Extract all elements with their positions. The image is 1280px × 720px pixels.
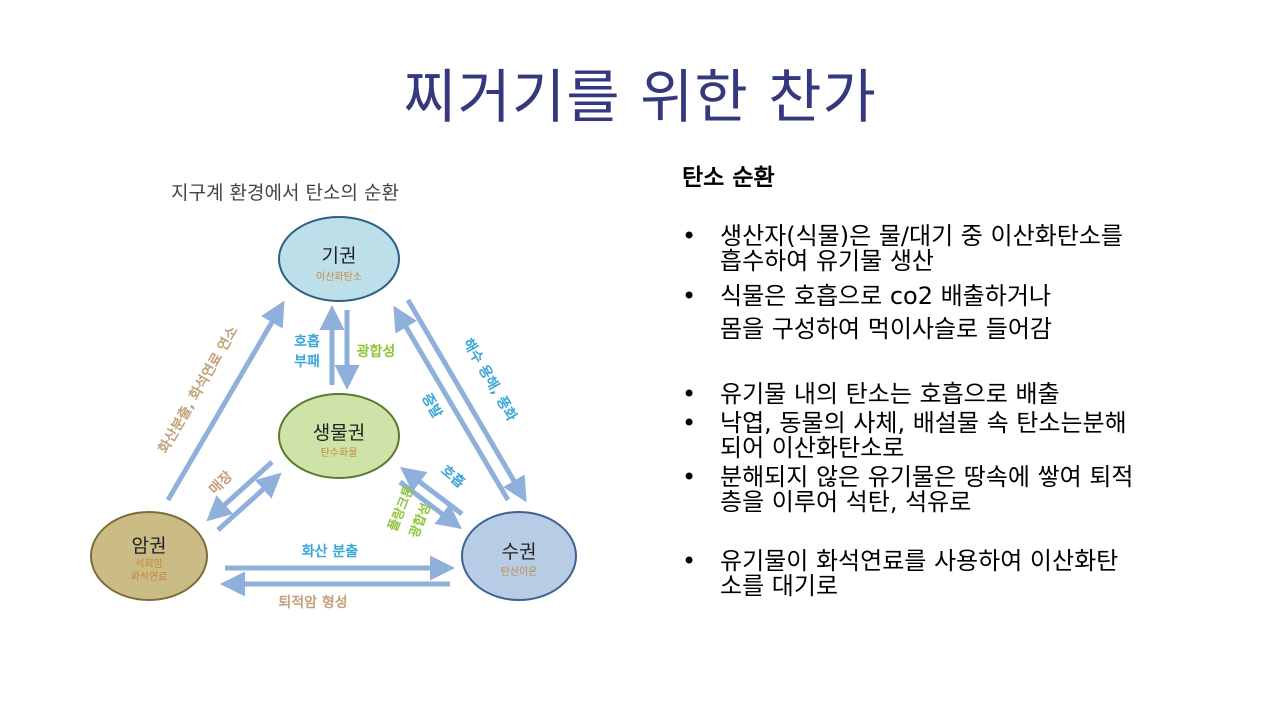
- node-biosphere: 생물권 탄수화물: [278, 393, 400, 479]
- arrow-biosphere-to-hydrosphere: [398, 480, 462, 530]
- bullet-dot: •: [682, 463, 697, 491]
- bullet-dot: •: [682, 222, 697, 250]
- bullet-line: 흡수하여 유기물 생산: [720, 247, 934, 275]
- bullet-line: 소를 대기로: [720, 572, 839, 600]
- bullet-6: • 유기물이 화석연료를 사용하여 이산화탄 소를 대기로: [682, 549, 1242, 599]
- bullet-dot: •: [682, 547, 697, 575]
- label-volcano-fossil: 화산분출, 화석연료 연소: [155, 323, 242, 456]
- node-atmosphere-name: 기권: [322, 245, 357, 267]
- label-respiration-decay-1: 호흡: [294, 333, 320, 350]
- bullet-line: 유기물 내의 탄소는 호흡으로 배출: [720, 380, 1060, 408]
- bullet-2: • 식물은 호흡으로 co2 배출하거나: [682, 284, 1242, 309]
- side-text-panel: 탄소 순환 • 생산자(식물)은 물/대기 중 이산화탄소를 흡수하여 유기물 …: [682, 158, 1242, 599]
- label-burial: 매장: [206, 468, 236, 498]
- bullet-line: 되어 이산화탄소로: [720, 434, 905, 462]
- bullet-line: 층을 이루어 석탄, 석유로: [720, 488, 972, 516]
- node-geosphere: 암권 석회암 화석연료: [90, 511, 208, 601]
- node-geosphere-name: 암권: [132, 535, 167, 557]
- node-geosphere-sub1: 석회암: [135, 558, 163, 570]
- node-geosphere-sub2: 화석연료: [131, 571, 168, 583]
- label-evaporation: 증발: [418, 390, 446, 421]
- slide-title: 찌거기를 위한 찬가: [403, 63, 877, 131]
- node-hydrosphere-name: 수권: [502, 541, 537, 563]
- side-heading: 탄소 순환: [682, 165, 775, 191]
- node-hydrosphere-sub: 탄산이온: [501, 566, 538, 578]
- node-biosphere-sub: 탄수화물: [321, 447, 358, 459]
- arrow-geosphere-to-biosphere: [216, 472, 282, 532]
- node-atmosphere-sub: 이산화탄소: [316, 271, 362, 283]
- bullet-line: 유기물이 화석연료를 사용하여 이산화탄: [720, 547, 1119, 575]
- label-volcano-eruption: 화산 분출: [302, 543, 359, 560]
- carbon-cycle-diagram: 지구계 환경에서 탄소의 순환 기권 이산화탄소 생물권 탄수화물: [60, 160, 620, 630]
- bullet-dot: •: [682, 409, 697, 437]
- label-dissolution: 해수 용해, 풍화: [459, 336, 519, 424]
- bullet-line: 생산자(식물)은 물/대기 중 이산화탄소를: [720, 222, 1123, 250]
- bullet-1: • 생산자(식물)은 물/대기 중 이산화탄소를 흡수하여 유기물 생산: [682, 224, 1242, 274]
- label-photosynthesis: 광합성: [357, 343, 396, 360]
- bullet-dot: •: [682, 380, 697, 408]
- node-biosphere-name: 생물권: [313, 422, 365, 444]
- bullet-line: 몸을 구성하여 먹이사슬로 들어감: [720, 315, 1053, 343]
- bullet-2-continuation: 몸을 구성하여 먹이사슬로 들어감: [682, 317, 1242, 342]
- arrow-biosphere-to-geosphere: [206, 460, 274, 522]
- bullet-4: • 낙엽, 동물의 사체, 배설물 속 탄소는분해 되어 이산화탄소로: [682, 411, 1242, 461]
- bullet-line: 낙엽, 동물의 사체, 배설물 속 탄소는분해: [720, 409, 1127, 437]
- arrow-hydrosphere-to-atmosphere: [393, 305, 511, 502]
- bullet-line: 분해되지 않은 유기물은 땅속에 쌓여 퇴적: [720, 463, 1134, 491]
- label-respiration: 호흡: [438, 462, 469, 492]
- node-atmosphere: 기권 이산화탄소: [278, 216, 400, 302]
- bullet-line: 식물은 호흡으로 co2 배출하거나: [720, 282, 1051, 310]
- bullet-3: • 유기물 내의 탄소는 호흡으로 배출: [682, 382, 1242, 407]
- diagram-title: 지구계 환경에서 탄소의 순환: [171, 182, 399, 204]
- bullet-dot: •: [682, 282, 697, 310]
- bullet-5: • 분해되지 않은 유기물은 땅속에 쌓여 퇴적 층을 이루어 석탄, 석유로: [682, 465, 1242, 515]
- arrows: [165, 298, 527, 597]
- node-hydrosphere: 수권 탄산이온: [461, 511, 577, 601]
- arrow-geosphere-to-atmosphere: [165, 300, 285, 502]
- label-respiration-decay-2: 부패: [294, 354, 320, 370]
- arrow-atmosphere-to-hydrosphere: [405, 298, 527, 503]
- label-sedimentary-rock: 퇴적암 형성: [278, 594, 347, 611]
